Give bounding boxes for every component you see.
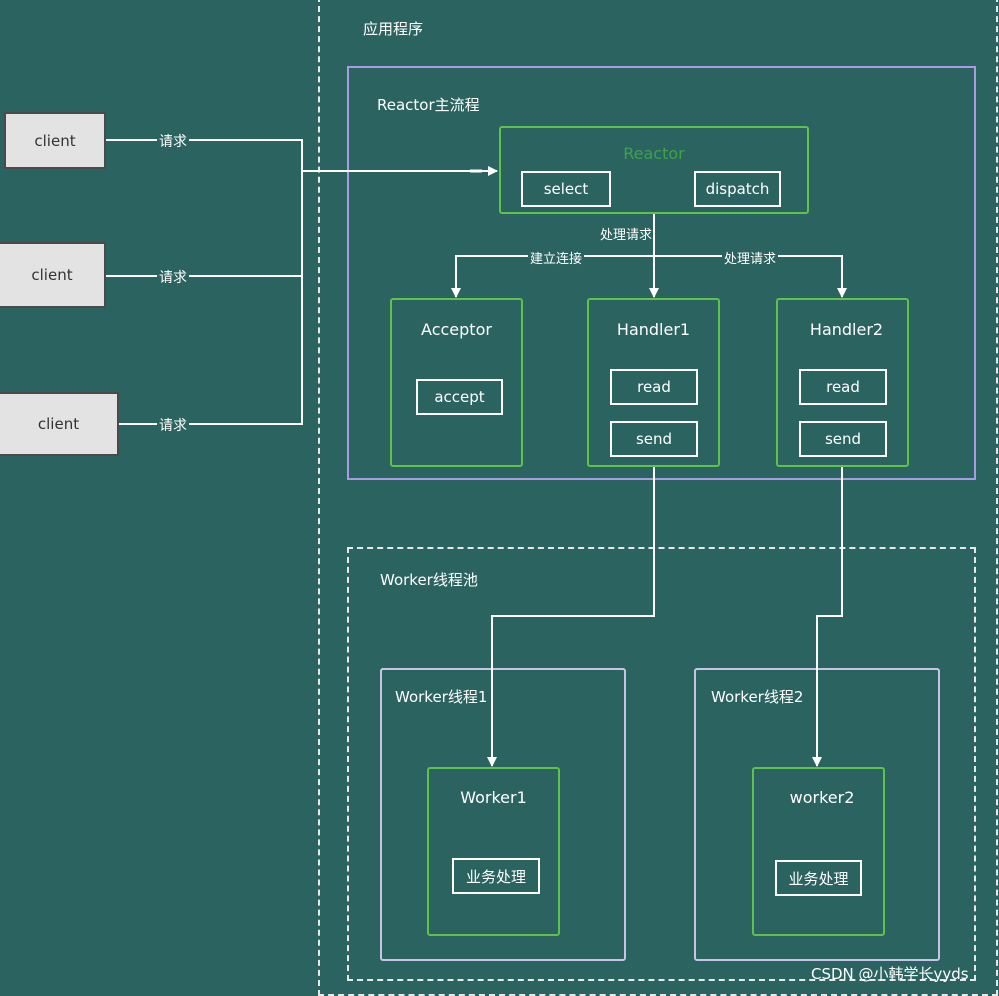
reactor-region-label: Reactor主流程 — [377, 96, 480, 114]
client-box-3: client — [0, 392, 119, 456]
accept-box: accept — [416, 379, 503, 415]
process-request-label-1: 处理请求 — [600, 228, 653, 243]
handler2-read-box: read — [799, 369, 887, 405]
establish-connection-label: 建立连接 — [528, 248, 585, 267]
watermark: CSDN @小韩学长yyds — [811, 965, 969, 983]
client1-connector — [105, 139, 303, 171]
reactor-title: Reactor — [623, 144, 685, 163]
dispatch-box: dispatch — [694, 171, 781, 207]
handler2-title: Handler2 — [809, 320, 884, 339]
worker-thread1-label: Worker线程1 — [395, 688, 488, 706]
handler2-box — [776, 298, 909, 467]
client3-request-label: 请求 — [157, 415, 189, 435]
worker-thread2-label: Worker线程2 — [711, 688, 804, 706]
worker1-title: Worker1 — [460, 788, 527, 807]
handler1-read-box: read — [610, 369, 698, 405]
client-box-1: client — [4, 112, 106, 169]
reactor-to-acceptor-arrow — [451, 255, 654, 298]
handler1-send-box: send — [610, 421, 698, 457]
client1-request-label: 请求 — [157, 131, 189, 151]
handler1-box — [587, 298, 720, 467]
worker2-title: worker2 — [789, 788, 855, 807]
worker2-box — [752, 767, 885, 936]
select-box: select — [521, 171, 611, 207]
worker-pool-label: Worker线程池 — [380, 571, 478, 589]
handler1-title: Handler1 — [616, 320, 691, 339]
client2-request-label: 请求 — [157, 267, 189, 287]
handler2-send-box: send — [799, 421, 887, 457]
reactor-region-frame — [347, 66, 976, 480]
process-request-label-2: 处理请求 — [722, 248, 779, 267]
handler1-to-worker1-arrow — [487, 466, 655, 767]
client-box-2: client — [0, 242, 106, 308]
worker-pool-frame — [347, 547, 976, 981]
worker1-task-box: 业务处理 — [452, 858, 540, 894]
reactor-to-handler2-arrow — [654, 255, 847, 298]
worker-thread1-frame — [380, 668, 626, 961]
handler2-to-worker2-arrow — [812, 466, 843, 767]
acceptor-title: Acceptor — [421, 320, 492, 339]
acceptor-box — [390, 298, 523, 467]
reactor-box — [499, 126, 809, 214]
app-region-label: 应用程序 — [363, 20, 424, 38]
worker1-box — [427, 767, 560, 936]
worker2-task-box: 业务处理 — [775, 860, 862, 896]
client3-connector — [118, 171, 303, 425]
